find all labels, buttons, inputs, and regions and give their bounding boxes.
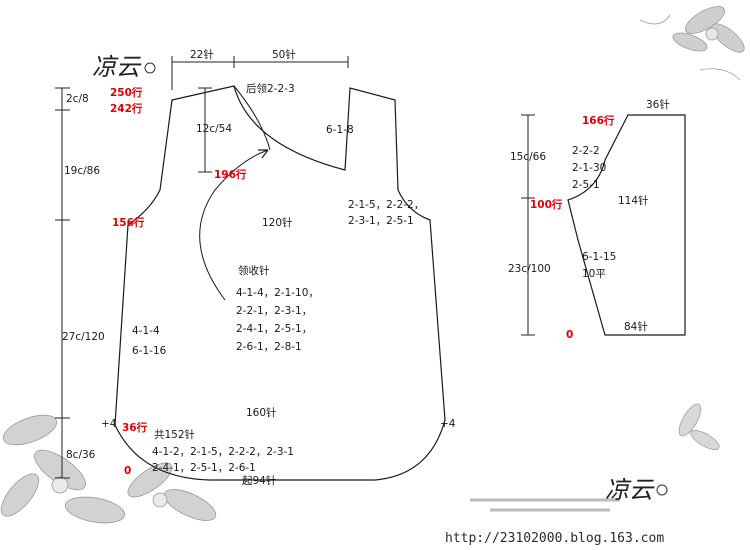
logo-bottom-right: 凉云 — [605, 476, 668, 504]
top-dim-right: 50针 — [272, 48, 296, 61]
sleeve-top: 36针 — [646, 98, 670, 111]
dim-6-1-8: 6-1-8 — [326, 124, 354, 136]
left-dimension-line — [55, 87, 70, 479]
armhole-line-1: 2-1-5，2-2-2， — [348, 199, 424, 211]
neck-arrow — [199, 149, 269, 301]
hem-line-2: 2-4-1，2-5-1，2-6-1 — [152, 462, 256, 474]
top-dim-left: 22针 — [190, 48, 214, 61]
back-neck-label: 后领2-2-3 — [246, 82, 295, 95]
sleeve-inc: 6-1-15 — [582, 251, 616, 263]
flower-decoration-bottom-left — [0, 414, 217, 524]
row-250: 250行 — [110, 86, 143, 99]
sleeve-flat: 10平 — [582, 268, 606, 280]
sleeve-row-0: 0 — [566, 329, 573, 341]
footer-url: http://23102000.blog.163.com — [445, 531, 664, 546]
plus4-left: +4 — [101, 418, 117, 430]
sleeve-84: 84针 — [624, 320, 648, 333]
side-shaping-2: 6-1-16 — [132, 345, 167, 357]
sleeve-cap-1: 2-2-2 — [572, 145, 600, 157]
body-piece-outline — [114, 85, 446, 481]
svg-text:凉云: 凉云 — [605, 476, 655, 504]
row-196: 196行 — [214, 168, 247, 181]
row-36: 36行 — [122, 421, 148, 434]
sleeve-cap-2: 2-1-30 — [572, 162, 606, 174]
neck-depth-line — [198, 87, 212, 173]
neck-line-4: 2-6-1，2-8-1 — [236, 341, 302, 353]
sleeve-row-166: 166行 — [582, 114, 615, 127]
logo-top-left: 凉云 — [92, 53, 156, 81]
neck-line-3: 2-4-1，2-5-1， — [236, 323, 312, 335]
dim-2c8: 2c/8 — [66, 93, 89, 105]
svg-text:凉云: 凉云 — [92, 53, 142, 81]
sleeve-dimension-line — [521, 114, 535, 336]
plus4-right: +4 — [440, 418, 456, 430]
total-152: 共152针 — [154, 428, 195, 441]
row-0: 0 — [124, 465, 131, 477]
sleeve-114: 114针 — [618, 194, 649, 207]
neck-title: 领收针 — [238, 264, 270, 277]
flower-decoration-bottom-right — [470, 403, 720, 512]
sleeve-dim-15c66: 15c/66 — [510, 151, 546, 163]
sleeve-row-100: 100行 — [530, 198, 563, 211]
dim-27c120: 27c/120 — [62, 331, 105, 343]
st-160: 160针 — [246, 406, 277, 419]
top-dimension-line — [171, 56, 349, 90]
row-242: 242行 — [110, 102, 143, 115]
dim-19c86: 19c/86 — [64, 165, 100, 177]
side-shaping-1: 4-1-4 — [132, 325, 160, 337]
dim-12c54: 12c/54 — [196, 123, 232, 135]
flower-decoration-top-right — [639, 6, 745, 81]
cast-on: 起94针 — [242, 474, 276, 487]
row-156: 156行 — [112, 216, 145, 229]
sleeve-piece-outline — [567, 114, 686, 336]
neck-arrowhead — [258, 149, 269, 159]
dim-8c36: 8c/36 — [66, 449, 96, 461]
armhole-line-2: 2-3-1，2-5-1 — [348, 215, 414, 227]
st-120: 120针 — [262, 216, 293, 229]
sleeve-dim-23c100: 23c/100 — [508, 263, 551, 275]
neck-line-1: 4-1-4，2-1-10， — [236, 287, 319, 299]
sleeve-cap-3: 2-5-1 — [572, 179, 600, 191]
neck-curve — [233, 85, 271, 151]
hem-line-1: 4-1-2，2-1-5，2-2-2，2-3-1 — [152, 446, 294, 458]
neck-line-2: 2-2-1，2-3-1， — [236, 305, 312, 317]
